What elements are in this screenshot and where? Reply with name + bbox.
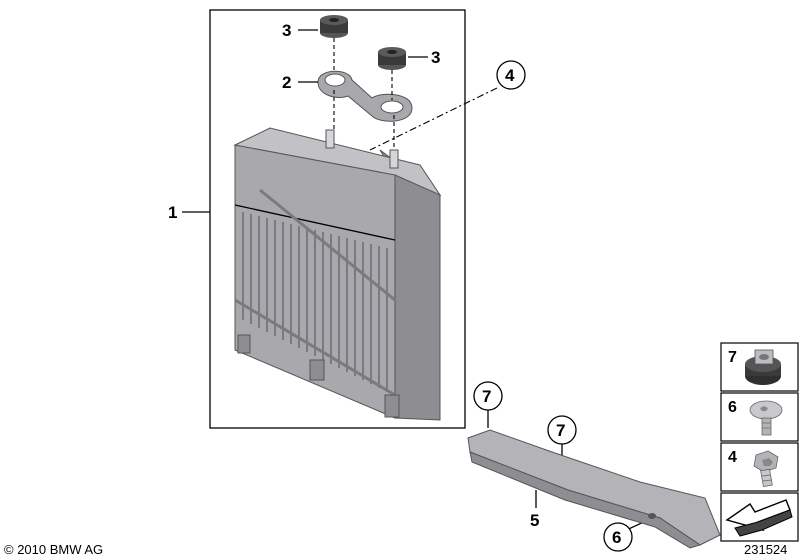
- callout-nut-right: 7: [556, 421, 565, 440]
- grommet-right-illustration: [378, 47, 406, 70]
- legend-num-clip-nut: 7: [728, 349, 737, 366]
- callout-bracket: 2: [282, 73, 291, 92]
- assembly-frame: [209, 9, 466, 429]
- grommet-left-illustration: [320, 15, 348, 38]
- radiator-illustration: [233, 127, 442, 421]
- callout-screw: 6: [612, 528, 621, 547]
- callout-grommet-right: 3: [431, 48, 440, 67]
- copyright-text: © 2010 BMW AG: [4, 542, 103, 557]
- callout-bolt-top: 4: [505, 66, 515, 85]
- diagram-id-text: 231524: [744, 542, 787, 557]
- callout-circle-nut-left: [473, 381, 503, 411]
- callout-circle-screw: [603, 522, 633, 552]
- arrow-symbol-icon: [725, 499, 793, 537]
- callout-circle-nut-right: [547, 415, 577, 445]
- torx-screw-icon: [749, 400, 783, 436]
- callout-support-rail: 5: [530, 511, 539, 530]
- callout-grommet-left: 3: [282, 21, 291, 40]
- parts-legend: 7 6 4: [720, 342, 799, 542]
- callout-nut-left: 7: [482, 387, 491, 406]
- hex-bolt-icon: [753, 450, 779, 488]
- callout-radiator: 1: [168, 203, 177, 222]
- bracket-illustration: [317, 70, 413, 122]
- legend-num-hex-bolt: 4: [728, 449, 737, 466]
- clip-nut-icon: [745, 349, 781, 385]
- callout-circle-bolt-top: [496, 60, 526, 90]
- support-rail-illustration: [467, 429, 721, 549]
- legend-num-torx-screw: 6: [728, 399, 737, 416]
